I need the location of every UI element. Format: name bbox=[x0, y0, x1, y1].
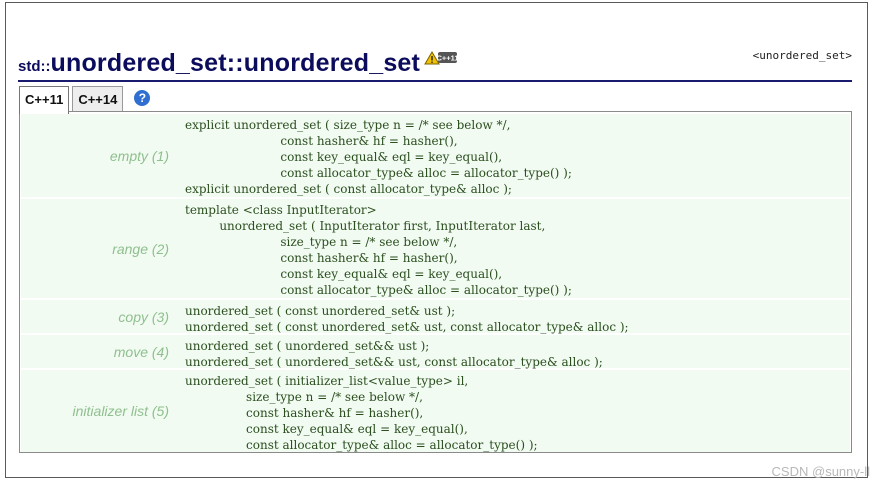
tab-cpp14[interactable]: C++14 bbox=[72, 86, 124, 112]
signature-row-copy: copy (3) unordered_set ( const unordered… bbox=[21, 300, 850, 334]
signature-code: explicit unordered_set ( size_type n = /… bbox=[185, 118, 572, 196]
signature-code: unordered_set ( unordered_set&& ust ); u… bbox=[185, 339, 603, 369]
signature-label: copy (3) bbox=[118, 308, 169, 325]
tab-cpp11[interactable]: C++11 bbox=[19, 86, 70, 114]
signature-code: template <class InputIterator> unordered… bbox=[185, 203, 572, 297]
title-bar: std::unordered_set::unordered_set C++11 … bbox=[18, 46, 852, 82]
signature-label: range (2) bbox=[112, 240, 169, 257]
signature-row-move: move (4) unordered_set ( unordered_set&&… bbox=[21, 335, 850, 369]
signature-code: unordered_set ( const unordered_set& ust… bbox=[185, 304, 629, 334]
signature-row-empty: empty (1) explicit unordered_set ( size_… bbox=[21, 114, 850, 197]
signatures-box: empty (1) explicit unordered_set ( size_… bbox=[19, 111, 852, 453]
title-namespace: std:: bbox=[18, 58, 51, 75]
page-title: std::unordered_set::unordered_set C++11 bbox=[18, 49, 459, 78]
help-icon[interactable]: ? bbox=[134, 90, 151, 106]
signature-row-initializer-list: initializer list (5) unordered_set ( ini… bbox=[21, 370, 850, 452]
watermark: CSDN @sunny-ll bbox=[771, 464, 870, 479]
signature-label: empty (1) bbox=[109, 147, 169, 164]
cpp11-warning-badge-icon: C++11 bbox=[424, 51, 459, 65]
signature-code: unordered_set ( initializer_list<value_t… bbox=[185, 374, 538, 452]
signature-label: initializer list (5) bbox=[72, 403, 169, 419]
badge-text: C++11 bbox=[437, 54, 459, 63]
signature-row-range: range (2) template <class InputIterator>… bbox=[21, 199, 850, 298]
title-name: unordered_set::unordered_set bbox=[50, 49, 421, 77]
standard-tabs: C++11 C++14 ? bbox=[19, 86, 151, 114]
signature-label: move (4) bbox=[113, 343, 169, 360]
header-tag: <unordered_set> bbox=[752, 49, 852, 62]
